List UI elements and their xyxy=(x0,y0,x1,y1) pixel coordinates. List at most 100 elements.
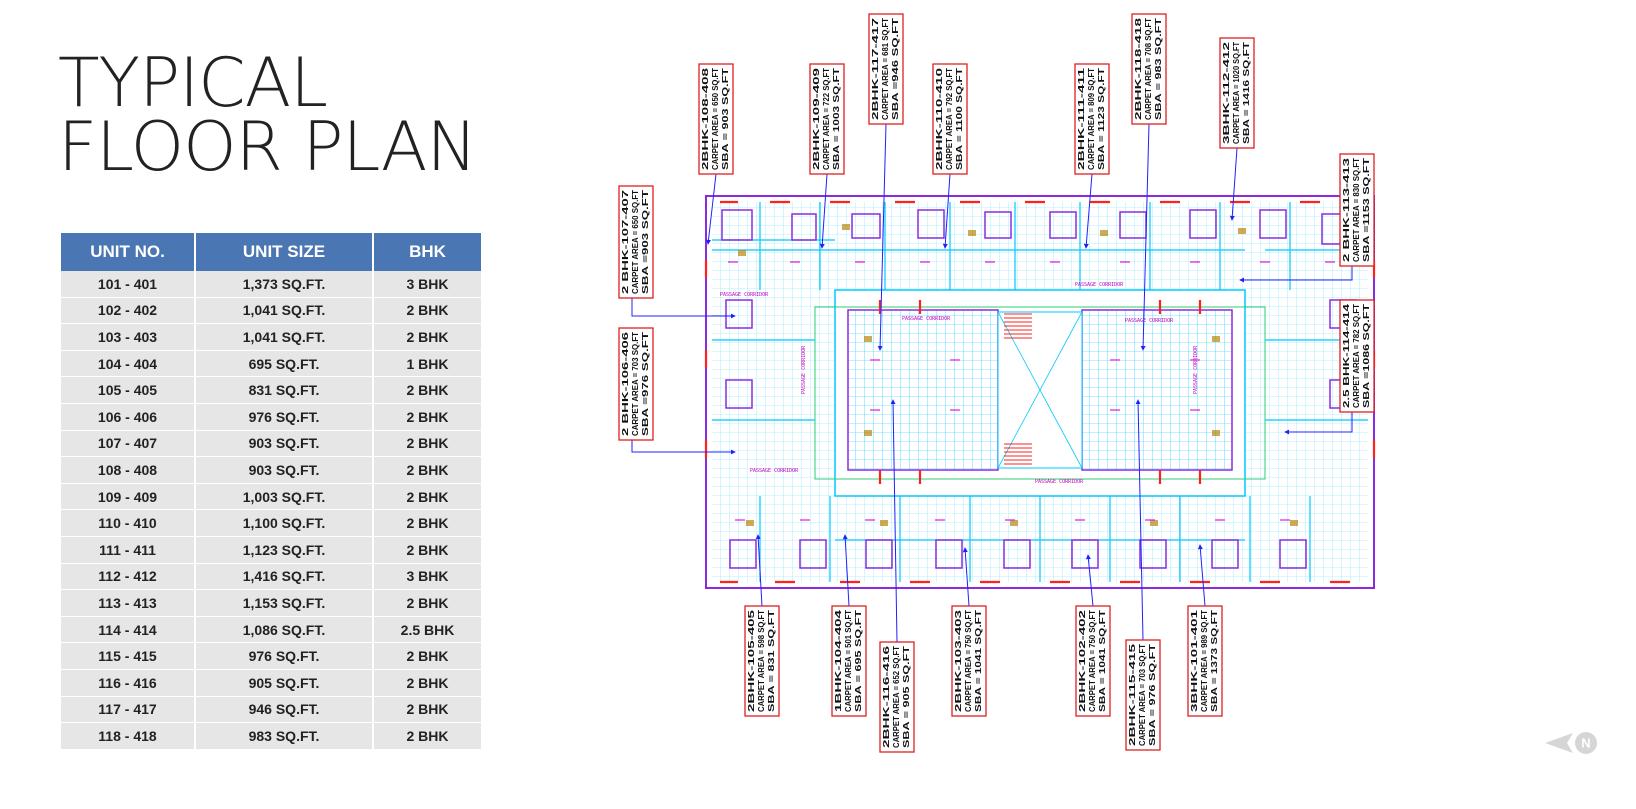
callout-text: 2 BHK-107-407 xyxy=(620,190,630,294)
callout-text: CARPET AREA = 703 SQ.FT xyxy=(630,331,640,436)
callout-text: CARPET AREA = 708 SQ.FT xyxy=(1143,17,1153,120)
cell-unit-size: 946 SQ.FT. xyxy=(195,696,374,724)
callout-text: SBA = 905 SQ.FT xyxy=(901,645,911,748)
cell-unit-size: 1,003 SQ.FT. xyxy=(195,483,374,511)
cell-unit-no: 114 - 414 xyxy=(61,616,196,644)
cell-bhk: 2 BHK xyxy=(373,483,481,511)
corridor-label: PASSAGE CORRIDOR xyxy=(1035,479,1084,485)
cell-bhk: 2 BHK xyxy=(373,430,481,458)
callout-text: SBA = 831 SQ.FT xyxy=(766,609,776,712)
cell-unit-no: 118 - 418 xyxy=(61,722,196,750)
callout-text: CARPET AREA = 501 SQ.FT xyxy=(843,609,853,712)
callout-text: CARPET AREA = 792 SQ.FT xyxy=(944,67,954,170)
callout-text: SBA = 1041 SQ.FT xyxy=(973,609,983,712)
cell-unit-size: 1,416 SQ.FT. xyxy=(195,563,374,591)
north-arrow-icon: N xyxy=(1545,732,1597,754)
callout-text: 2BHK-111-411 xyxy=(1076,68,1086,170)
cell-unit-no: 117 - 417 xyxy=(61,696,196,724)
callout-text: 2 BHK-113-413 xyxy=(1341,158,1351,262)
leader-line xyxy=(1284,412,1353,435)
callout-text: SBA = 903 SQ.FT xyxy=(720,67,730,170)
callout-text: SBA =1153 SQ.FT xyxy=(1361,157,1371,262)
cell-unit-no: 109 - 409 xyxy=(61,483,196,511)
cell-unit-no: 111 - 411 xyxy=(61,536,196,564)
cell-bhk: 1 BHK xyxy=(373,350,481,378)
title-line-1: TYPICAL xyxy=(58,44,328,123)
callout-text: 3BHK-112-412 xyxy=(1221,42,1231,144)
cell-bhk: 3 BHK xyxy=(373,271,481,298)
header-bhk: BHK xyxy=(373,233,481,271)
callout-text: 2BHK-103-403 xyxy=(953,610,963,712)
corridor-label: PASSAGE CORRIDOR xyxy=(801,345,807,394)
cell-bhk: 2 BHK xyxy=(373,642,481,670)
callout-text: 1BHK-104-404 xyxy=(833,610,843,712)
cell-unit-size: 976 SQ.FT. xyxy=(195,403,374,431)
cell-bhk: 2 BHK xyxy=(373,456,481,484)
cell-unit-size: 1,086 SQ.FT. xyxy=(195,616,374,644)
cell-unit-no: 116 - 416 xyxy=(61,669,196,697)
callout-text: CARPET AREA = 750 SQ.FT xyxy=(963,609,973,712)
cell-bhk: 2 BHK xyxy=(373,669,481,697)
corridor-label: PASSAGE CORRIDOR xyxy=(902,316,951,322)
cell-unit-no: 115 - 415 xyxy=(61,642,196,670)
cell-unit-size: 976 SQ.FT. xyxy=(195,642,374,670)
leader-line xyxy=(755,534,763,607)
leader-line xyxy=(1239,266,1353,283)
callout-text: SBA = 1373 SQ.FT xyxy=(1209,609,1219,712)
callout-text: CARPET AREA = 750 SQ.FT xyxy=(1087,609,1097,712)
leader-line xyxy=(1140,123,1150,351)
callout-text: SBA = 1100 SQ.FT xyxy=(954,67,964,170)
cell-unit-size: 1,123 SQ.FT. xyxy=(195,536,374,564)
corridor-label: PASSAGE CORRIDOR xyxy=(1075,282,1124,288)
cell-bhk: 2 BHK xyxy=(373,403,481,431)
callout-text: 2BHK-109-409 xyxy=(811,68,821,170)
cell-unit-no: 103 - 403 xyxy=(61,323,196,351)
cell-unit-no: 108 - 408 xyxy=(61,456,196,484)
leader-line xyxy=(962,547,970,607)
corridor-label: PASSAGE CORRIDOR xyxy=(1125,318,1174,324)
cell-unit-no: 105 - 405 xyxy=(61,376,196,404)
cell-unit-size: 695 SQ.FT. xyxy=(195,350,374,378)
cell-unit-no: 110 - 410 xyxy=(61,509,196,537)
callout-text: 2BHK-115-415 xyxy=(1127,644,1137,746)
leader-line xyxy=(1085,554,1094,607)
cell-bhk: 2.5 BHK xyxy=(373,616,481,644)
callout-text: 2BHK-118-418 xyxy=(1133,18,1143,120)
callout-text: SBA =976 SQ.FT xyxy=(640,331,650,436)
callout-text: CARPET AREA = 650 SQ.FT xyxy=(630,189,640,294)
callout-text: CARPET AREA = 598 SQ.FT xyxy=(756,609,766,712)
cell-unit-size: 1,041 SQ.FT. xyxy=(195,323,374,351)
callout-text: 2BHK-105-405 xyxy=(746,610,756,712)
callout-text: 3BHK-101-401 xyxy=(1189,610,1199,712)
callout-text: 2.5 BHK-114-414 xyxy=(1341,304,1351,408)
callout-text: CARPET AREA = 703 SQ.FT xyxy=(1137,643,1147,746)
callout-text: CARPET AREA = 1020 SQ.FT xyxy=(1231,41,1241,144)
callout-text: CARPET AREA = 989 SQ.FT xyxy=(1199,609,1209,712)
callout-text: SBA = 1123 SQ.FT xyxy=(1096,67,1106,170)
callout-text: 2BHK-110-410 xyxy=(934,68,944,170)
cell-unit-no: 113 - 413 xyxy=(61,589,196,617)
callout-text: CARPET AREA = 782 SQ.FT xyxy=(1351,303,1361,408)
callout-text: CARPET AREA = 809 SQ.FT xyxy=(1086,67,1096,170)
corridor-label: PASSAGE CORRIDOR xyxy=(750,468,799,474)
cell-unit-no: 106 - 406 xyxy=(61,403,196,431)
